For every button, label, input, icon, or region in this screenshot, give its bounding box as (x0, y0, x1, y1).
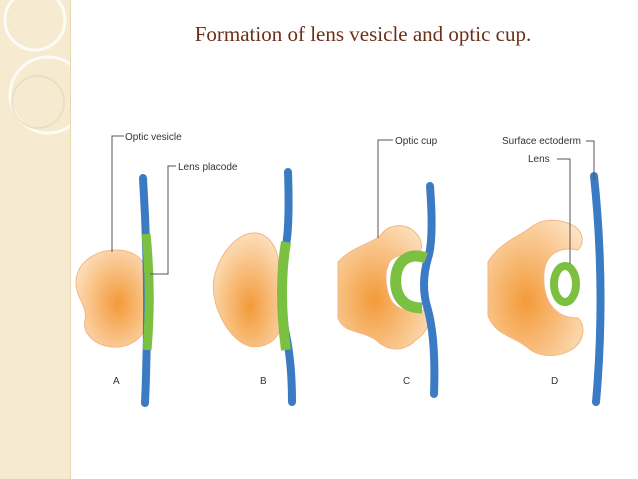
optic-vesicle-b (212, 232, 281, 348)
lens-placode-a (141, 233, 154, 351)
leader-surface-ectoderm (586, 140, 595, 180)
leader-optic-vesicle (111, 135, 124, 252)
stage-label-a: A (113, 376, 120, 387)
stage-c-group: C (337, 182, 439, 398)
leader-optic-cup (377, 139, 393, 238)
optic-cup-d (487, 219, 584, 356)
lens-vesicle-c (390, 250, 428, 314)
lens-placode-b (277, 241, 291, 351)
sidebar-rings-decoration (3, 0, 70, 135)
label-optic-vesicle: Optic vesicle (125, 132, 182, 143)
surface-ectoderm-c (420, 182, 439, 398)
label-lens: Lens (528, 154, 550, 165)
optic-cup-c (337, 225, 430, 350)
stage-d-group: D (487, 172, 605, 406)
leader-lens-placode (150, 165, 176, 275)
surface-ectoderm-d (590, 172, 605, 406)
label-lens-placode: Lens placode (178, 162, 238, 173)
label-surface-ectoderm: Surface ectoderm (502, 136, 581, 147)
lens-vesicle-d (550, 262, 580, 306)
stage-label-c: C (403, 376, 410, 387)
leader-lines (111, 135, 595, 275)
stage-label-d: D (551, 376, 558, 387)
slide-title: Formation of lens vesicle and optic cup. (194, 22, 532, 46)
stage-label-b: B (260, 376, 267, 387)
leader-lens (557, 158, 571, 264)
stage-b-group: B (212, 168, 296, 406)
decorative-sidebar (0, 0, 71, 479)
optic-vesicle-a (75, 249, 147, 348)
stage-a-group: A (75, 174, 154, 407)
label-optic-cup: Optic cup (395, 136, 438, 147)
